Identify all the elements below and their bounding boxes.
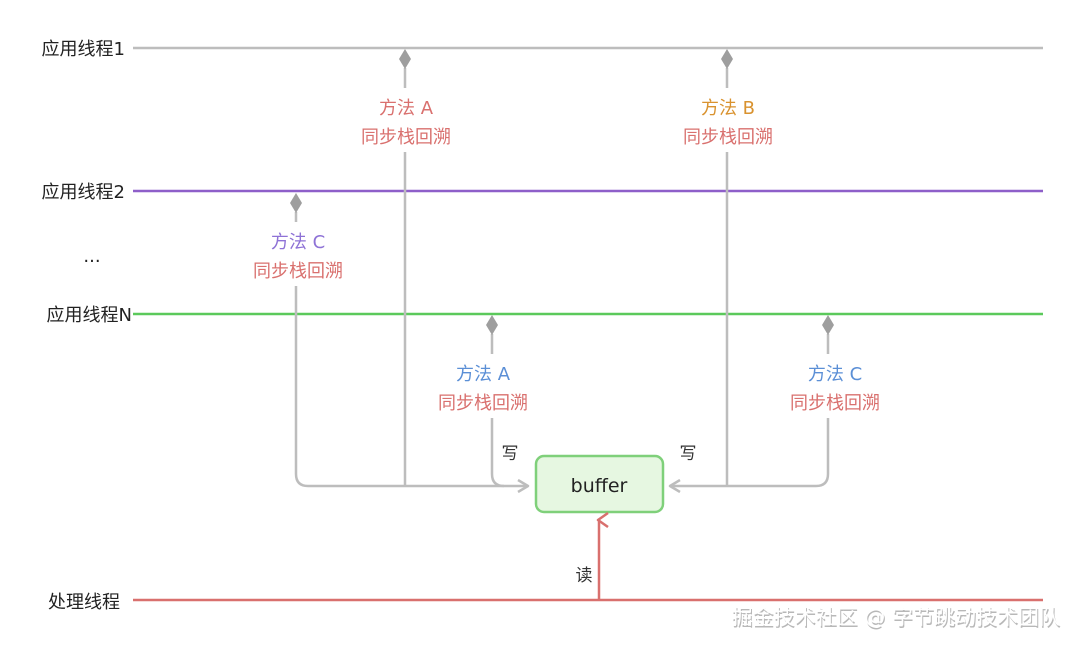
worker-thread-label: 处理线程 [48, 592, 120, 613]
diamond-icon [822, 315, 834, 335]
backtrace-label: 同步栈回溯 [253, 261, 343, 282]
method-a-label: 方法 A [456, 364, 511, 385]
method-b-label: 方法 B [701, 98, 755, 119]
ellipsis-label: ... [83, 246, 100, 267]
backtrace-label: 同步栈回溯 [438, 393, 528, 414]
diamond-icon [486, 315, 498, 335]
method-c-threadn-connector [670, 334, 830, 486]
label-background [427, 354, 539, 418]
watermark-shadow: 掘金技术社区 @ 字节跳动技术团队 [733, 607, 1061, 631]
label-background [672, 88, 784, 152]
label-background [350, 88, 462, 152]
method-a-label: 方法 A [379, 98, 434, 119]
diamond-icon [290, 193, 302, 213]
read-label: 读 [576, 566, 593, 586]
backtrace-label: 同步栈回溯 [790, 393, 880, 414]
method-c-connector [294, 212, 528, 486]
write-label-right: 写 [680, 444, 697, 464]
app-thread-1-label: 应用线程1 [42, 39, 125, 60]
backtrace-label: 同步栈回溯 [683, 127, 773, 148]
diamond-icon [721, 49, 733, 69]
method-a-threadn-connector [490, 334, 505, 488]
label-background [781, 354, 893, 418]
method-c-label: 方法 C [271, 232, 325, 253]
diamond-icon [399, 49, 411, 69]
label-background [242, 222, 354, 286]
backtrace-label: 同步栈回溯 [361, 127, 451, 148]
watermark-text: 掘金技术社区 @ 字节跳动技术团队 [732, 605, 1060, 629]
method-c-label: 方法 C [808, 364, 862, 385]
app-thread-n-label: 应用线程N [47, 305, 132, 326]
buffer-label: buffer [571, 475, 628, 497]
write-label-left: 写 [502, 444, 519, 464]
app-thread-2-label: 应用线程2 [42, 182, 125, 203]
